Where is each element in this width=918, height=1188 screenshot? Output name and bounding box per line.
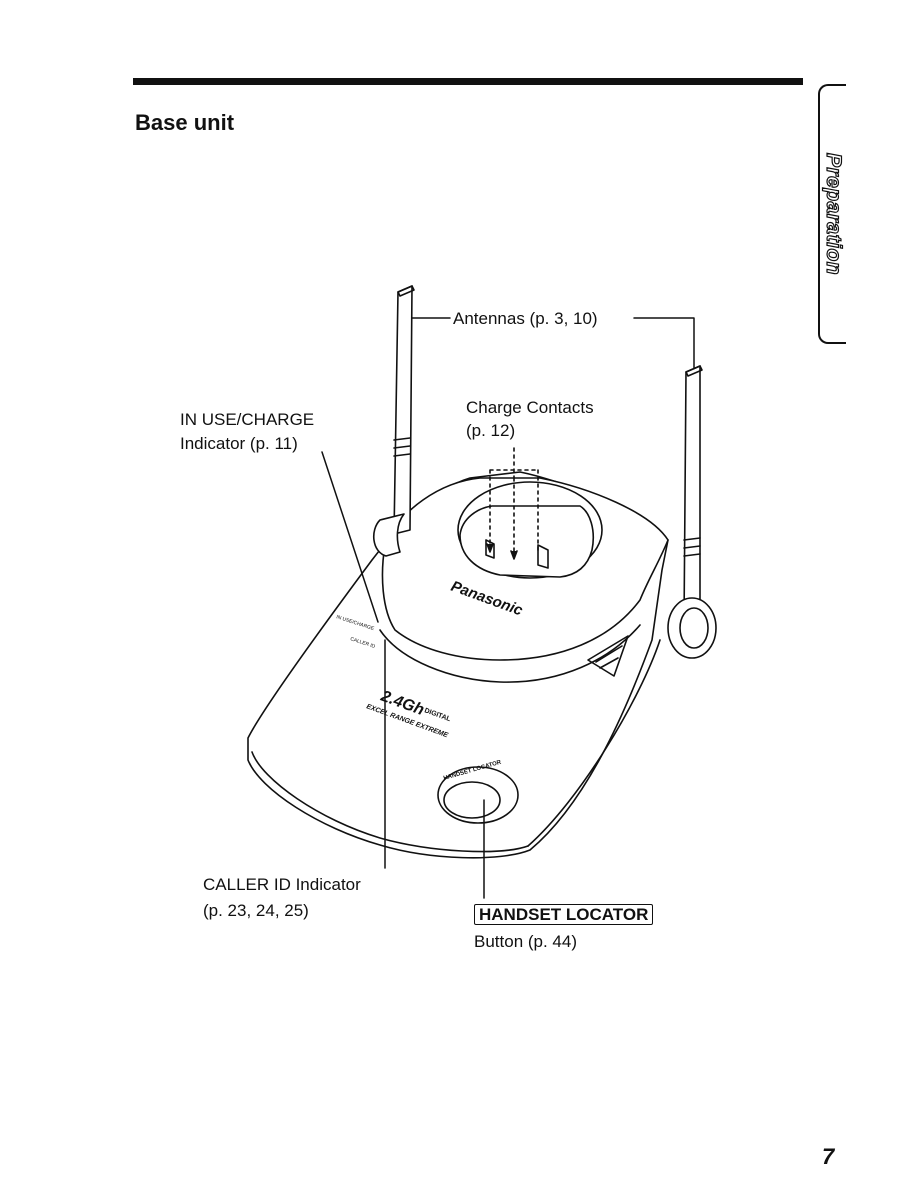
section-title: Base unit: [135, 110, 235, 135]
base-body-bottom-edge: [251, 751, 529, 853]
handset-locator-label-line1: HANDSET LOCATOR: [474, 903, 654, 926]
right-antenna: [683, 365, 701, 625]
charge-contacts-dashed-leaders: [489, 447, 539, 557]
handset-locator-label-line2: Button (p. 44): [474, 932, 578, 951]
top-plate-front-edge: [379, 624, 641, 683]
handset-cradle-ring: [457, 481, 603, 579]
charge-contacts-arrowheads: [486, 543, 518, 560]
base-side-edge: [527, 639, 661, 847]
charge-contact-right: [537, 544, 549, 569]
handset-locator-button: [443, 781, 501, 819]
left-antenna-tip: [397, 285, 415, 297]
handset-cradle-well: [459, 505, 595, 578]
left-antenna-hinge: [373, 513, 405, 557]
header-rule: [133, 78, 803, 85]
charge-contact-left: [485, 539, 495, 559]
right-antenna-tip: [685, 365, 703, 377]
charge-contacts-label-line2: (p. 12): [466, 421, 516, 440]
side-tab: Preparation: [818, 84, 846, 344]
in-use-charge-label-line2: Indicator (p. 11): [180, 434, 298, 453]
charge-contacts-label-line1: Charge Contacts: [466, 398, 594, 417]
in-use-callout-line: [321, 451, 379, 623]
right-antenna-hinge-inner: [679, 607, 709, 649]
right-antenna-rings: [683, 537, 701, 557]
side-vent-lines: [595, 645, 623, 669]
caller-id-label-line2: (p. 23, 24, 25): [203, 901, 309, 920]
antennas-label: Antennas (p. 3, 10): [453, 309, 598, 328]
caller-id-label-line1: CALLER ID Indicator: [203, 875, 361, 894]
page-number: 7: [822, 1144, 835, 1169]
left-antenna-rings: [393, 437, 411, 457]
handset-locator-key: HANDSET LOCATOR: [474, 904, 654, 925]
left-antenna: [393, 285, 413, 535]
in-use-charge-label-line1: IN USE/CHARGE: [180, 410, 315, 429]
antennas-callout-line: [411, 317, 695, 369]
